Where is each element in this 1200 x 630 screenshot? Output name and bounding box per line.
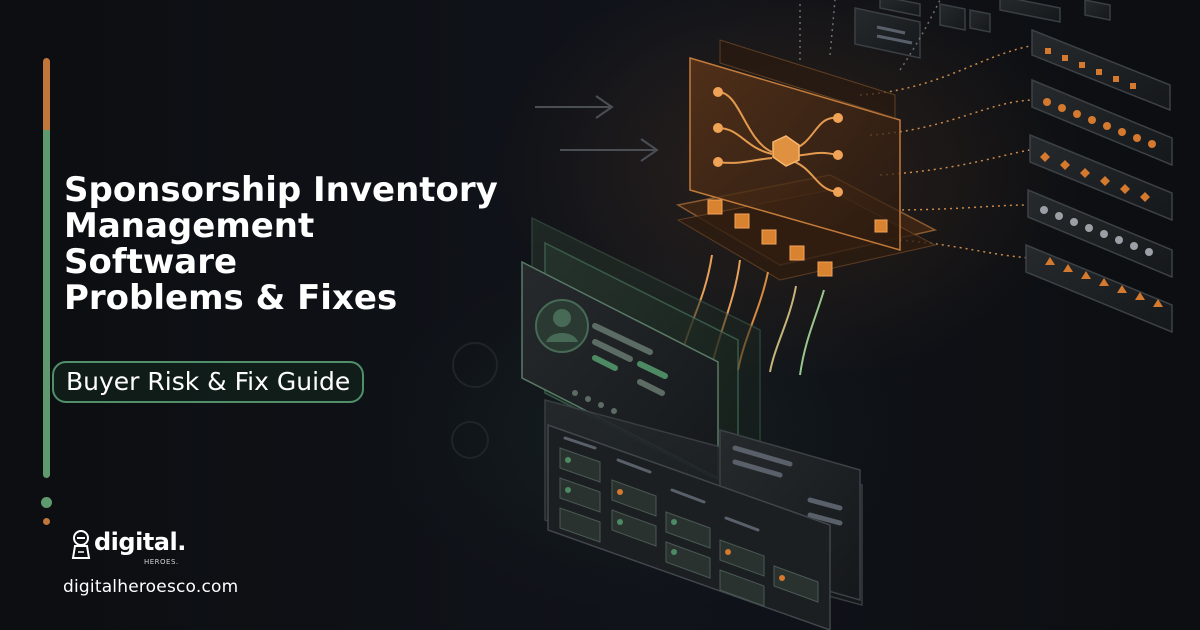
orange-dot (43, 518, 50, 525)
astronaut-icon (71, 530, 91, 559)
title-line: Software (64, 242, 238, 282)
accent-bar-orange-segment (43, 58, 50, 130)
title-line: Management (64, 206, 315, 246)
orange-hub-panel (675, 39, 938, 281)
page-title: Sponsorship Inventory Management Softwar… (64, 172, 498, 316)
green-dot (41, 497, 52, 508)
profile-card-panel (521, 216, 761, 492)
brand-logo[interactable]: digital. HEROES. (70, 528, 200, 574)
faint-decor (451, 342, 498, 459)
title-line: Sponsorship Inventory (64, 170, 498, 210)
title-line: Problems & Fixes (64, 278, 398, 318)
logo-subtext: HEROES. (144, 558, 179, 566)
kanban-board (544, 399, 863, 630)
website-link[interactable]: digitalheroesco.com (63, 577, 239, 597)
vertical-accent-bar (43, 58, 50, 478)
inventory-rows (1025, 28, 1173, 334)
subtitle-badge: Buyer Risk & Fix Guide (52, 361, 365, 403)
logo-wordmark: digital. (94, 528, 186, 556)
arrow-icon (535, 95, 659, 162)
accent-bar-green-segment (43, 130, 50, 478)
top-cards (854, 0, 1111, 59)
